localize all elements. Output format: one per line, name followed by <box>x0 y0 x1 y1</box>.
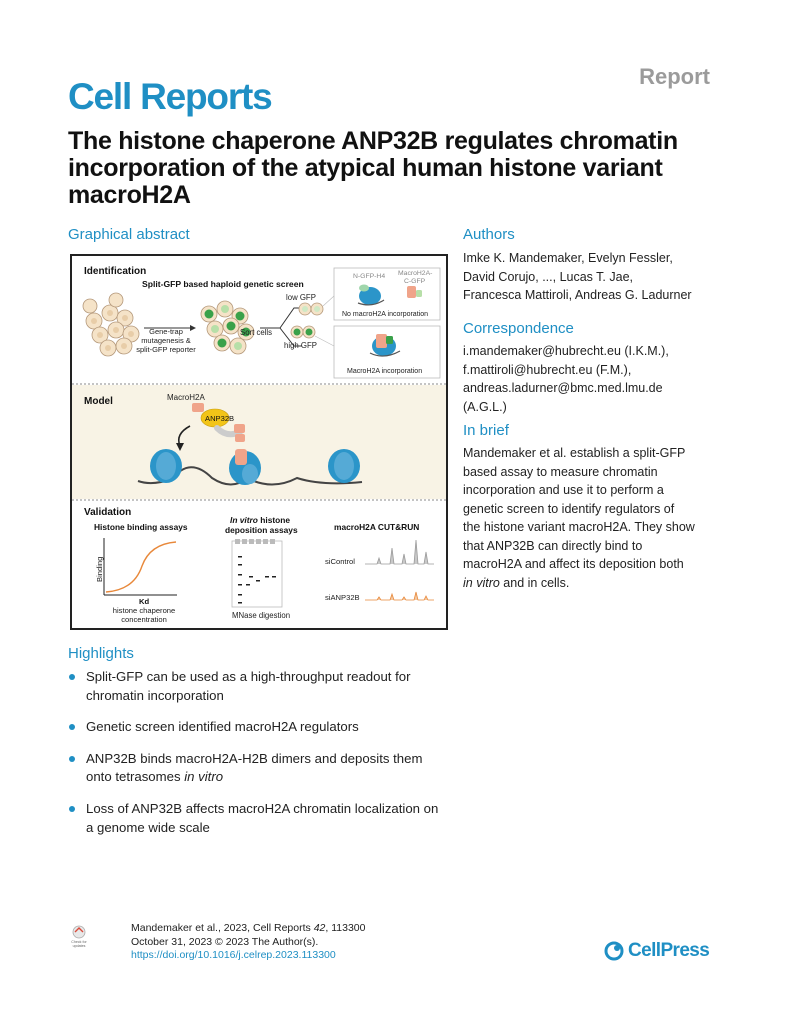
authors-list: Imke K. Mandemaker, Evelyn Fessler, Davi… <box>463 251 692 302</box>
bullet-icon <box>69 755 75 762</box>
model-label: Model <box>84 396 113 407</box>
sianp32b-label: siANP32B <box>325 593 360 602</box>
mnase-label: MNase digestion <box>232 611 290 620</box>
unsorted-cell-cluster <box>82 292 140 357</box>
sianp32b-track <box>365 591 434 601</box>
highlight-item: Genetic screen identified macroH2A regul… <box>68 718 458 737</box>
mutagenesis-label-1: Gene-trap <box>149 327 183 336</box>
kd-label: Kd <box>139 597 149 606</box>
mutant-cell-cluster <box>200 300 255 355</box>
in-brief-text: Mandemaker et al. establish a split-GFP … <box>463 446 695 590</box>
macroh2a-cgfp-label-1: MacroH2A- <box>398 270 432 277</box>
mutagenesis-label-2: mutagenesis & <box>141 336 191 345</box>
no-incorporation-box <box>333 267 441 321</box>
macroh2a-cgfp-label-2: C-GFP <box>404 278 426 285</box>
high-gfp-label: high GFP <box>284 341 317 350</box>
cellpress-logo-icon <box>604 941 624 961</box>
svg-text:updates: updates <box>73 944 86 948</box>
macroh2a-label: MacroH2A <box>167 393 205 402</box>
graphical-abstract-heading: Graphical abstract <box>68 226 190 243</box>
sort-cells-label: Sort cells <box>240 328 272 337</box>
svg-text:Check for: Check for <box>71 940 87 944</box>
binding-axis-label: Binding <box>95 557 104 582</box>
conc-label-2: concentration <box>121 615 167 624</box>
graphical-abstract-figure: Identification Split-GFP based haploid g… <box>70 254 448 630</box>
macroh2a-cgfp-icon <box>407 286 416 298</box>
highlight-item: Loss of ANP32B affects macroH2A chromati… <box>68 800 458 837</box>
correspondence-list[interactable]: i.mandemaker@hubrecht.eu (I.K.M.), f.mat… <box>463 344 669 414</box>
article-title: The histone chaperone ANP32B regulates c… <box>68 127 678 209</box>
journal-title[interactable]: Cell Reports <box>68 76 273 117</box>
correspondence-heading: Correspondence <box>463 320 574 337</box>
bullet-icon <box>69 674 75 680</box>
macroh2a-icon <box>192 403 204 412</box>
citation-footer: Mandemaker et al., 2023, Cell Reports 42… <box>131 922 366 961</box>
check-for-updates-icon[interactable]: Check for updates <box>68 924 90 948</box>
cutrun-title: macroH2A CUT&RUN <box>334 522 419 532</box>
highlights-heading: Highlights <box>68 645 134 662</box>
sicontrol-label: siControl <box>325 557 355 566</box>
anp32b-label: ANP32B <box>205 414 234 423</box>
bullet-icon <box>69 724 75 731</box>
model-panel-bg <box>72 385 446 499</box>
screen-title: Split-GFP based haploid genetic screen <box>142 279 304 289</box>
highlight-item: ANP32B binds macroH2A-H2B dimers and dep… <box>68 750 458 787</box>
invitro-title-1: In vitro histone <box>230 515 290 525</box>
validation-label: Validation <box>84 507 131 518</box>
low-gfp-label: low GFP <box>286 293 316 302</box>
in-brief-heading: In brief <box>463 422 509 439</box>
article-type-label: Report <box>639 64 710 89</box>
no-incorporation-label: No macroH2A incorporation <box>342 311 428 318</box>
conc-label-1: histone chaperone <box>113 606 176 615</box>
cellpress-logo: CellPress <box>604 938 710 964</box>
highlight-item: Split-GFP can be used as a high-throughp… <box>68 668 458 705</box>
incorporation-label: MacroH2A incorporation <box>347 368 422 375</box>
authors-heading: Authors <box>463 226 515 243</box>
mutagenesis-label-3: split-GFP reporter <box>136 345 196 354</box>
nucleosome-icon <box>359 287 381 305</box>
binding-assays-title: Histone binding assays <box>94 522 188 532</box>
sicontrol-track <box>365 539 434 565</box>
bullet-icon <box>69 805 75 812</box>
identification-label: Identification <box>84 266 146 277</box>
doi-link[interactable]: https://doi.org/10.1016/j.celrep.2023.11… <box>131 949 336 961</box>
highlights-list: Split-GFP can be used as a high-throughp… <box>68 668 458 850</box>
binding-curve <box>105 541 177 593</box>
n-gfp-h4-label: N-GFP-H4 <box>353 273 385 280</box>
invitro-title-2: deposition assays <box>225 525 298 535</box>
